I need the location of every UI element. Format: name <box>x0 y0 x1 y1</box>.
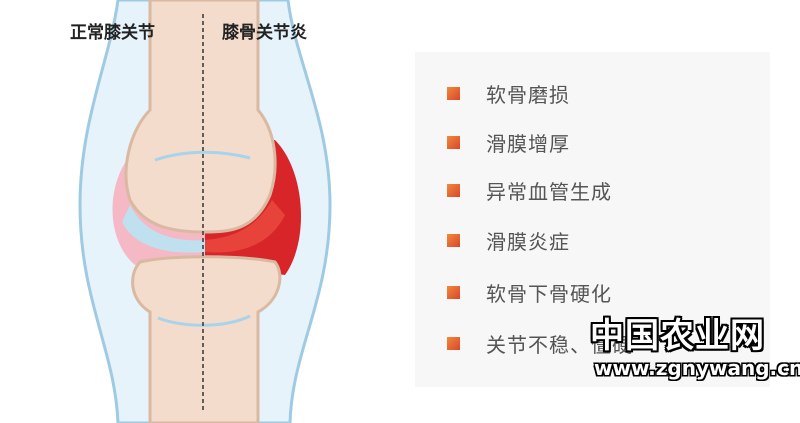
header-arthritis-knee: 膝骨关节炎 <box>222 23 307 43</box>
list-item: 滑膜炎症 <box>447 226 570 254</box>
femur <box>124 0 277 234</box>
tibia <box>131 255 282 423</box>
list-item: 滑膜增厚 <box>447 128 570 156</box>
watermark-url: www.zgnywang.cn <box>594 356 800 380</box>
bullet-square-icon <box>447 285 460 299</box>
list-item: 软骨磨损 <box>447 79 570 107</box>
bullet-square-icon <box>447 86 460 100</box>
bullet-square-icon <box>447 336 460 350</box>
bullet-square-icon <box>447 183 460 197</box>
watermark-name: 中国农业网 <box>590 316 765 356</box>
list-item: 异常血管生成 <box>447 176 612 204</box>
bullet-square-icon <box>447 135 460 149</box>
cartilage <box>122 205 205 253</box>
growth-line-tibia <box>157 314 251 327</box>
bullet-square-icon <box>447 233 460 247</box>
growth-line-femur <box>154 150 251 162</box>
list-item: 软骨下骨硬化 <box>447 278 612 306</box>
header-normal-knee: 正常膝关节 <box>70 23 155 43</box>
symptom-list: 软骨磨损 滑膜增厚 异常血管生成 滑膜炎症 软骨下骨硬化 关节不稳、僵硬 <box>415 52 770 387</box>
list-item: 关节不稳、僵硬 <box>447 329 633 357</box>
cartilage-damaged <box>205 200 285 253</box>
